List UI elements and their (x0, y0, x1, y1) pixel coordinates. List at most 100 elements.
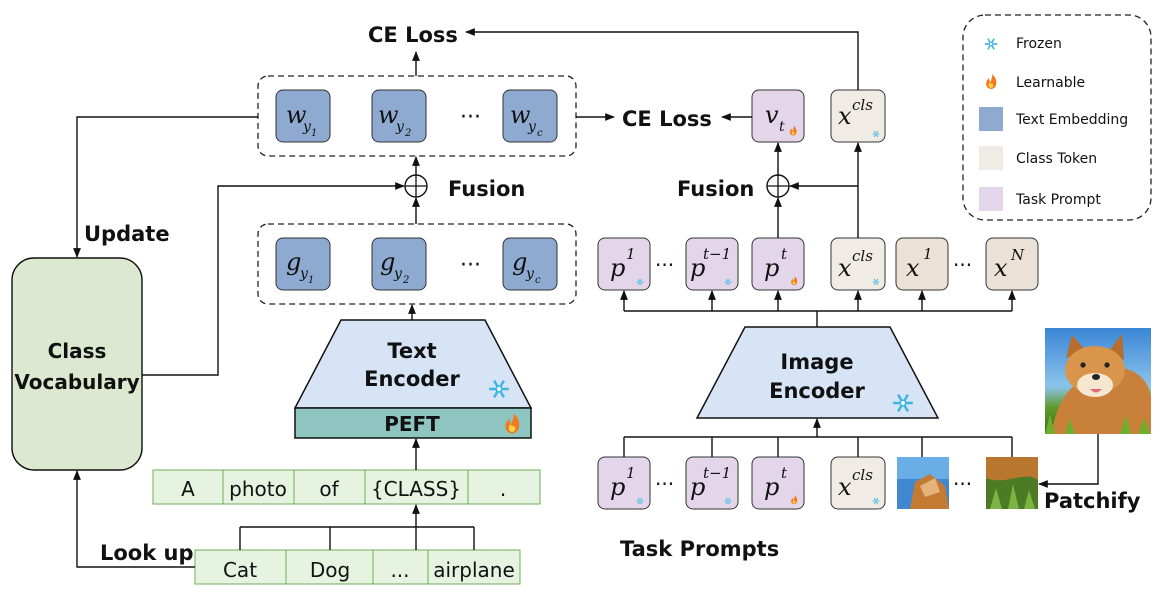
in-class-token: x cls (830, 456, 886, 510)
svg-text:p: p (610, 254, 625, 282)
svg-text:y: y (525, 266, 535, 282)
svg-text:p: p (764, 254, 779, 282)
class-name-dog: Dog (310, 558, 350, 582)
svg-text:p: p (764, 473, 779, 501)
svg-text:p: p (690, 254, 705, 282)
svg-text:g: g (286, 248, 301, 276)
svg-text:g: g (380, 248, 395, 276)
svg-text:t: t (781, 245, 788, 263)
weight-w1: w y 1 (275, 89, 331, 143)
svg-text:y: y (527, 119, 537, 135)
svg-text:2: 2 (404, 128, 411, 139)
look-up-label: Look up (100, 541, 194, 565)
prompt-template: A photo of {CLASS} . (152, 469, 541, 505)
class-token-top: x cls (830, 89, 886, 143)
svg-text:x: x (838, 254, 852, 282)
svg-text:cls: cls (852, 247, 873, 265)
svg-text:cls: cls (852, 96, 873, 114)
patchify-label: Patchify (1044, 489, 1141, 513)
out-prompt-p1: p 1 (597, 237, 651, 291)
image-patch-n (986, 457, 1038, 509)
task-prompts-label: Task Prompts (620, 537, 779, 561)
legend: Frozen Learnable Text Embedding Class To… (962, 14, 1152, 221)
fusion-right-node (766, 174, 790, 198)
weight-w2: w y 2 (371, 89, 427, 143)
svg-text:x: x (838, 102, 852, 130)
in-patches-ellipsis: ··· (953, 472, 972, 496)
text-feature-g2: g y 2 (371, 237, 427, 291)
legend-task-prompt: Task Prompt (1015, 192, 1101, 208)
weight-wc: w y c (502, 89, 558, 143)
svg-text:w: w (286, 101, 307, 129)
image-encoder-label-line2: Encoder (769, 379, 865, 403)
svg-text:1: 1 (626, 245, 636, 263)
weights-group-frame (257, 75, 577, 157)
svg-text:t−1: t−1 (703, 245, 731, 263)
out-patch-xN: x N (985, 237, 1039, 291)
legend-swatch-text-embedding (979, 107, 1003, 131)
weights-ellipsis: ··· (460, 105, 481, 130)
image-encoder-label-line1: Image (780, 350, 853, 374)
flame-icon (986, 74, 997, 89)
svg-text:y: y (393, 266, 403, 282)
prompt-token-class: {CLASS} (371, 477, 461, 501)
text-encoder-label-line2: Encoder (364, 367, 460, 391)
svg-text:c: c (537, 128, 543, 139)
prompt-token-period: . (500, 477, 506, 501)
in-prompt-pt: p t (751, 456, 805, 510)
fusion-right-label: Fusion (677, 177, 754, 201)
ce-loss-mid-label: CE Loss (622, 107, 712, 131)
visual-token-vt: v t (751, 89, 805, 143)
svg-text:t−1: t−1 (703, 464, 731, 482)
out-prompt-pt: p t (751, 237, 805, 291)
in-prompt-pt-1: p t−1 (685, 456, 739, 510)
in-prompts-ellipsis: ··· (655, 472, 674, 496)
svg-text:y: y (395, 119, 405, 135)
svg-text:w: w (378, 101, 399, 129)
svg-text:p: p (690, 473, 705, 501)
text-feature-g1: g y 1 (275, 237, 331, 291)
svg-text:x: x (994, 254, 1008, 282)
snowflake-icon (983, 37, 999, 51)
svg-text:t: t (779, 119, 785, 135)
dog-photo (1045, 328, 1151, 434)
legend-class-token: Class Token (1016, 151, 1097, 167)
class-name-cat: Cat (223, 558, 257, 582)
in-prompt-p1: p 1 (597, 456, 651, 510)
class-vocabulary-label-line2: Vocabulary (14, 370, 139, 394)
legend-frame (962, 14, 1152, 221)
svg-text:1: 1 (308, 275, 314, 286)
class-name-ellipsis: ... (390, 558, 409, 582)
legend-swatch-task-prompt (979, 187, 1003, 211)
legend-text-embedding: Text Embedding (1015, 112, 1128, 128)
connectors (73, 28, 1099, 568)
out-class-token: x cls (830, 237, 886, 291)
legend-swatch-class-token (979, 146, 1003, 170)
class-vocabulary: Class Vocabulary (11, 257, 143, 471)
prompt-token-of: of (319, 477, 339, 501)
svg-text:p: p (610, 473, 625, 501)
svg-text:2: 2 (402, 275, 409, 286)
svg-text:c: c (535, 275, 541, 286)
svg-text:v: v (765, 101, 779, 129)
fusion-left-label: Fusion (448, 177, 525, 201)
prompt-token-photo: photo (229, 477, 287, 501)
out-prompts-ellipsis: ··· (655, 253, 674, 277)
svg-text:g: g (512, 248, 527, 276)
image-encoder: Image Encoder (695, 326, 940, 419)
svg-text:x: x (906, 254, 920, 282)
svg-text:t: t (781, 464, 788, 482)
text-feature-gc: g y c (502, 237, 558, 291)
legend-frozen: Frozen (1016, 36, 1062, 52)
out-prompt-pt-1: p t−1 (685, 237, 739, 291)
svg-text:x: x (838, 473, 852, 501)
peft-block: PEFT (294, 407, 532, 439)
class-name-airplane: airplane (433, 558, 515, 582)
svg-text:1: 1 (626, 464, 636, 482)
update-label: Update (84, 222, 170, 246)
class-names: Cat Dog ... airplane (194, 549, 521, 585)
out-patches-ellipsis: ··· (953, 253, 972, 277)
legend-learnable: Learnable (1016, 75, 1085, 91)
text-encoder: Text Encoder (293, 319, 533, 409)
